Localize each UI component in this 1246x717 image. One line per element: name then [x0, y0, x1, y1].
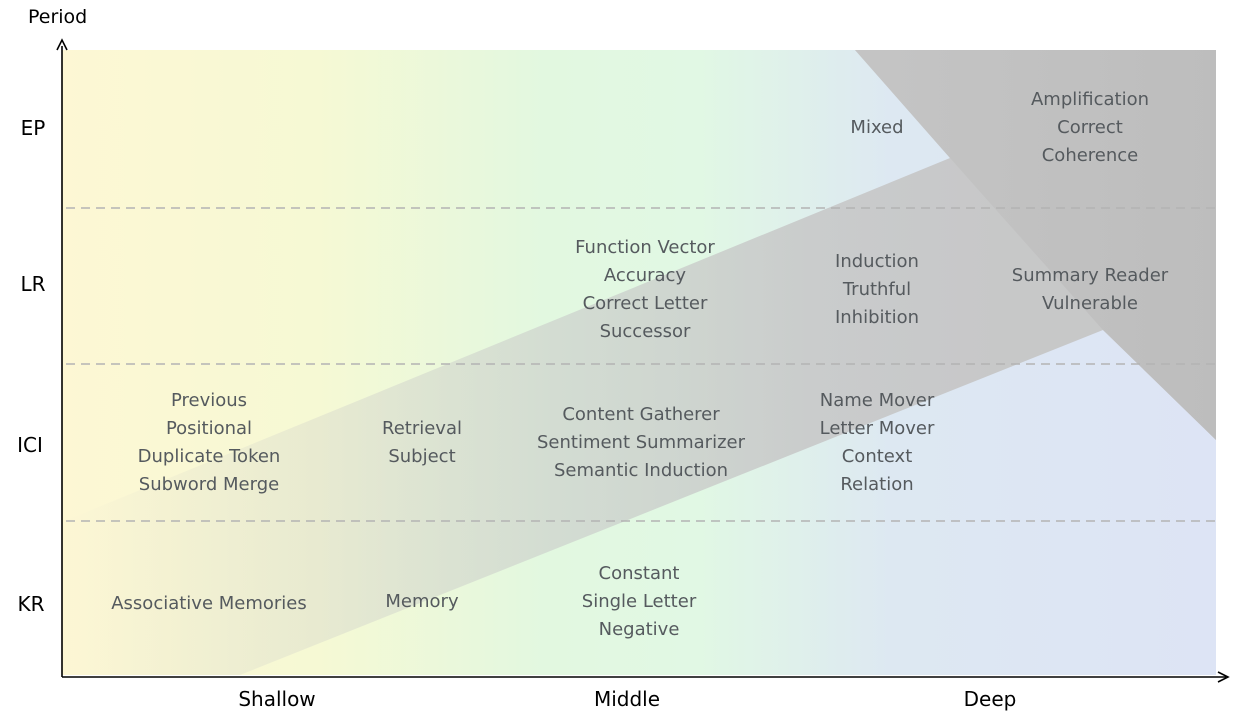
cell-label-ici-shallow: Subword Merge	[139, 474, 279, 495]
cell-label-ici-middle: Sentiment Summarizer	[537, 432, 746, 453]
y-tick-ep: EP	[21, 116, 46, 140]
cell-label-lr-middle: Correct Letter	[583, 293, 708, 314]
cell-label-ici-middle-deep: Context	[842, 446, 913, 467]
cell-label-ep-deep: Coherence	[1042, 145, 1139, 166]
cell-label-ici-shallow: Positional	[166, 418, 252, 439]
cell-label-lr-deep: Vulnerable	[1042, 293, 1138, 314]
cell-label-ici-middle-deep: Name Mover	[820, 390, 935, 411]
cell-label-kr-middle: Single Letter	[582, 591, 697, 612]
cell-label-lr-middle-deep: Inhibition	[835, 307, 919, 328]
y-axis-title: Period	[28, 6, 87, 28]
cell-label-ici-shallow-middle: Subject	[388, 446, 455, 467]
cell-label-ep-middle-deep: Mixed	[850, 117, 903, 138]
cell-label-ici-middle: Content Gatherer	[562, 404, 720, 425]
cell-label-kr-middle: Constant	[599, 563, 680, 584]
cell-label-ici-middle: Semantic Induction	[554, 460, 728, 481]
cell-label-kr-middle: Negative	[599, 619, 680, 640]
cell-label-ici-shallow-middle: Retrieval	[382, 418, 462, 439]
cell-label-ici-shallow: Duplicate Token	[138, 446, 281, 467]
cell-label-lr-middle: Function Vector	[575, 237, 715, 258]
y-tick-kr: KR	[17, 592, 44, 616]
cell-label-kr-shallow-middle: Memory	[385, 591, 459, 612]
x-tick-deep: Deep	[964, 687, 1017, 711]
cell-label-lr-middle: Successor	[600, 321, 691, 342]
cell-label-ep-deep: Amplification	[1031, 89, 1149, 110]
cell-label-lr-middle: Accuracy	[604, 265, 687, 286]
y-axis-arrow	[56, 38, 68, 51]
y-tick-ici: ICI	[17, 433, 43, 457]
cell-label-ici-middle-deep: Relation	[840, 474, 913, 495]
cell-label-ep-deep: Correct	[1057, 117, 1123, 138]
cell-label-lr-middle-deep: Induction	[835, 251, 919, 272]
cell-label-lr-middle-deep: Truthful	[842, 279, 911, 300]
cell-label-lr-deep: Summary Reader	[1012, 265, 1169, 286]
cell-label-ici-middle-deep: Letter Mover	[820, 418, 935, 439]
y-tick-lr: LR	[20, 272, 45, 296]
x-axis-arrow	[1217, 671, 1230, 683]
cell-labels: Mixed AmplificationCorrectCoherenceFuncti…	[111, 89, 1169, 640]
deep-region	[855, 50, 1216, 440]
x-tick-shallow: Shallow	[238, 687, 315, 711]
progression-band	[62, 50, 1216, 675]
x-tick-middle: Middle	[594, 687, 660, 711]
cell-label-ici-shallow: Previous	[171, 390, 247, 411]
cell-label-kr-shallow: Associative Memories	[111, 593, 307, 614]
